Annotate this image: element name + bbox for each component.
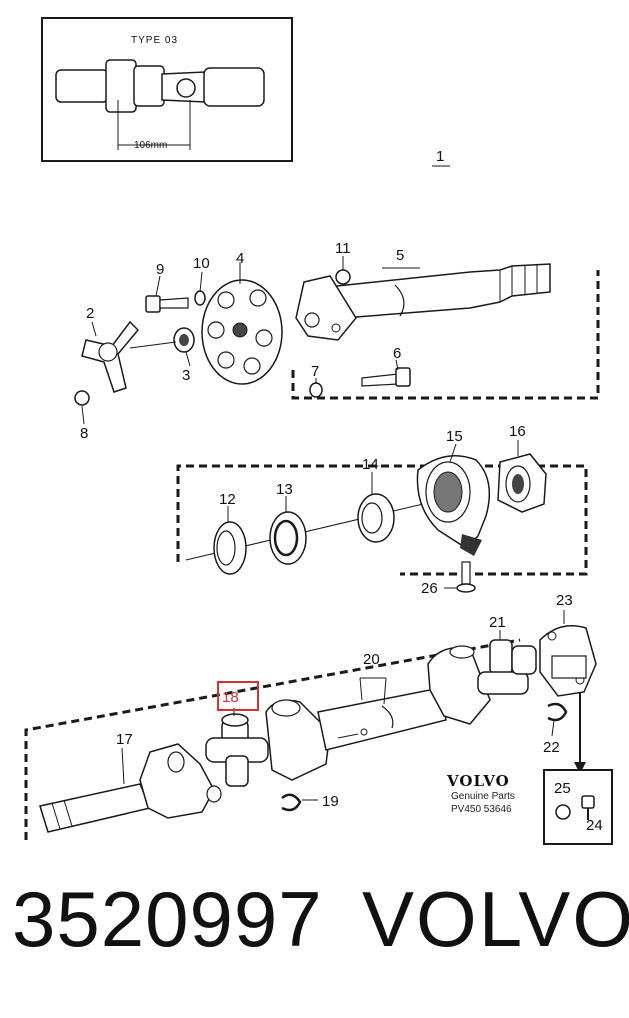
callout-12[interactable]: 12 — [219, 491, 236, 508]
callout-14[interactable]: 14 — [362, 456, 379, 473]
callout-7[interactable]: 7 — [311, 363, 319, 380]
callout-20[interactable]: 20 — [363, 651, 380, 668]
flex-coupling — [201, 279, 283, 385]
callout-10[interactable]: 10 — [193, 255, 210, 272]
lower-assembly — [24, 610, 597, 840]
callout-21[interactable]: 21 — [489, 614, 506, 631]
middle-assembly — [176, 440, 588, 593]
callout-2[interactable]: 2 — [86, 305, 94, 322]
footer-bar — [0, 850, 629, 1018]
brand-line1: Genuine Parts — [451, 791, 515, 802]
callout-19[interactable]: 19 — [322, 793, 339, 810]
brand-logo: VOLVO — [446, 772, 510, 790]
callout-8[interactable]: 8 — [80, 425, 88, 442]
brand-line2: PV450 53646 — [451, 804, 512, 815]
callout-11[interactable]: 11 — [335, 240, 351, 257]
callout-18[interactable]: 18 — [222, 689, 239, 706]
callout-4[interactable]: 4 — [236, 250, 244, 267]
upper-assembly — [74, 256, 600, 425]
callout-5[interactable]: 5 — [396, 247, 404, 264]
callout-16[interactable]: 16 — [509, 423, 526, 440]
callout-17[interactable]: 17 — [116, 731, 133, 748]
callout-15[interactable]: 15 — [446, 428, 463, 445]
inset-dimension: 106mm — [134, 140, 167, 151]
inset-title: TYPE 03 — [131, 35, 178, 46]
part-number: 3520997 — [12, 875, 323, 963]
fastener-box — [543, 769, 613, 845]
selected-callout-box[interactable] — [217, 681, 259, 711]
callout-6[interactable]: 6 — [393, 345, 401, 362]
exploded-parts-diagram: TYPE 03 106mm 1 — [24, 17, 613, 845]
type-inset: TYPE 03 106mm — [41, 17, 293, 162]
callout-9[interactable]: 9 — [156, 261, 164, 278]
callout-24[interactable]: 24 — [586, 817, 603, 834]
brand-name: VOLVO — [362, 875, 629, 963]
callout-3[interactable]: 3 — [182, 367, 190, 384]
brand-block: VOLVO Genuine Parts PV450 53646 — [446, 772, 515, 815]
callout-13[interactable]: 13 — [276, 481, 293, 498]
callout-26[interactable]: 26 — [421, 580, 438, 597]
assembly-label: 1 — [436, 148, 444, 165]
callout-23[interactable]: 23 — [556, 592, 573, 609]
callout-25[interactable]: 25 — [554, 780, 571, 797]
callout-22[interactable]: 22 — [543, 739, 560, 756]
